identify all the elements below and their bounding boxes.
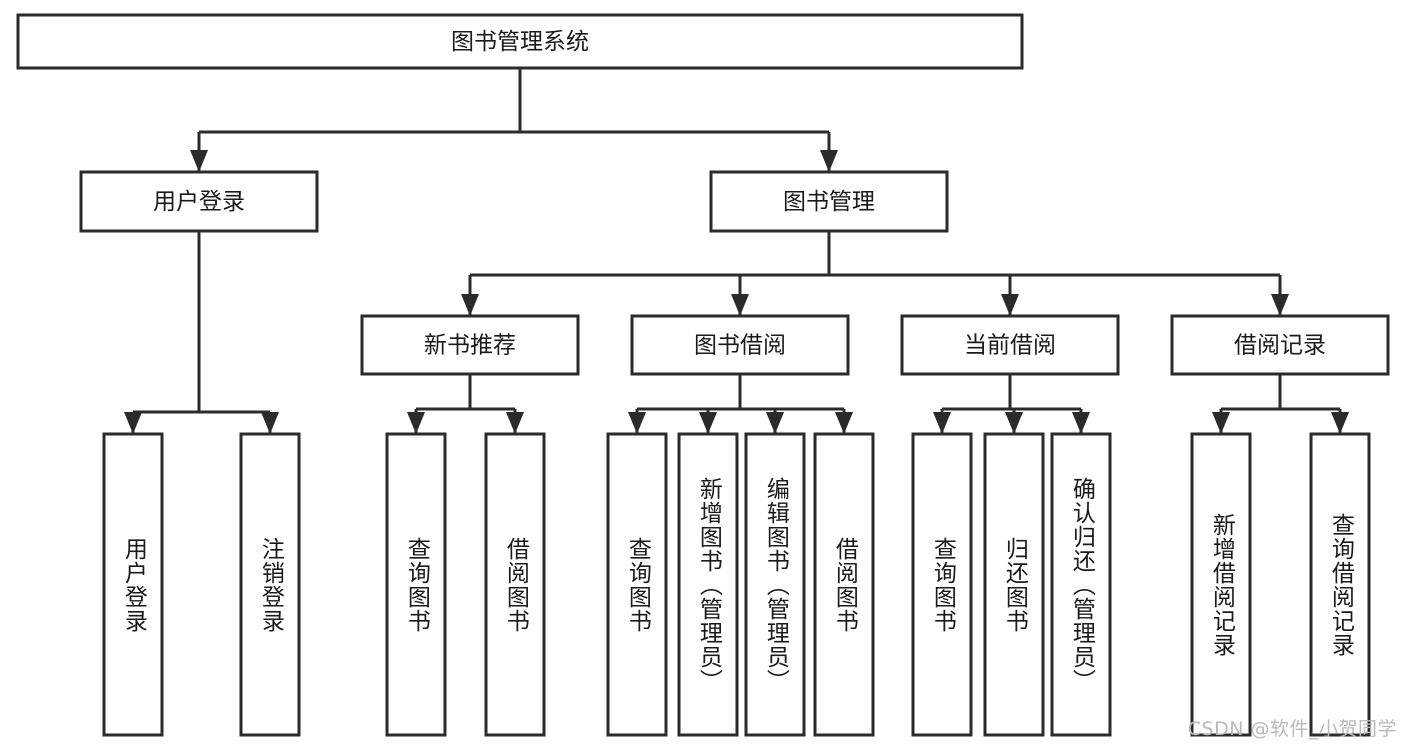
boxes-layer [16, 13, 1390, 737]
node-box-leaf-query-borrow-record[interactable] [1309, 432, 1371, 737]
arrow-head-icon [190, 150, 208, 172]
arrow-head-icon [628, 412, 646, 434]
arrow-head-icon [933, 412, 951, 434]
node-box-current-borrow[interactable] [900, 314, 1120, 376]
arrow-head-icon [766, 412, 784, 434]
arrow-head-icon [1271, 294, 1289, 316]
arrow-head-icon [1001, 294, 1019, 316]
node-box-leaf-add-book-admin[interactable] [677, 432, 739, 737]
connectors-layer [124, 68, 1349, 434]
node-box-leaf-borrow-book-1[interactable] [484, 432, 546, 737]
node-label-user-login: 用户登录 [153, 189, 245, 215]
node-box-leaf-user-login[interactable] [102, 432, 164, 737]
node-box-leaf-confirm-return-admin[interactable] [1050, 432, 1112, 737]
node-box-leaf-query-book-3[interactable] [911, 432, 973, 737]
node-label-new-book-rec: 新书推荐 [424, 333, 516, 359]
arrow-head-icon [699, 412, 717, 434]
watermark: CSDN @软件_小贺同学 [1187, 718, 1397, 740]
arrow-head-icon [407, 412, 425, 434]
node-label-book-manage: 图书管理 [783, 189, 875, 215]
arrow-head-icon [461, 294, 479, 316]
node-box-user-login[interactable] [79, 170, 319, 233]
arrow-head-icon [835, 412, 853, 434]
arrow-head-icon [731, 294, 749, 316]
node-box-new-book-rec[interactable] [360, 314, 580, 376]
arrow-head-icon [506, 412, 524, 434]
node-box-root[interactable] [16, 13, 1024, 70]
arrow-head-icon [1005, 412, 1023, 434]
node-box-borrow-record[interactable] [1170, 314, 1390, 376]
node-box-leaf-add-borrow-record[interactable] [1190, 432, 1252, 737]
node-label-current-borrow: 当前借阅 [964, 333, 1056, 359]
arrow-head-icon [124, 412, 142, 434]
arrow-head-icon [820, 150, 838, 172]
node-box-leaf-query-book-1[interactable] [385, 432, 447, 737]
arrow-head-icon [1072, 412, 1090, 434]
node-box-leaf-borrow-book-2[interactable] [813, 432, 875, 737]
node-label-root: 图书管理系统 [451, 29, 589, 55]
arrow-head-icon [1212, 412, 1230, 434]
node-box-book-borrow[interactable] [630, 314, 850, 376]
node-box-leaf-return-book[interactable] [983, 432, 1045, 737]
node-label-borrow-record: 借阅记录 [1234, 333, 1326, 359]
arrow-head-icon [261, 412, 279, 434]
node-box-book-manage[interactable] [709, 170, 949, 233]
arrow-head-icon [1331, 412, 1349, 434]
node-box-leaf-query-book-2[interactable] [606, 432, 668, 737]
node-label-book-borrow: 图书借阅 [694, 333, 786, 359]
node-box-leaf-edit-book-admin[interactable] [744, 432, 806, 737]
node-box-leaf-logout-login[interactable] [239, 432, 301, 737]
